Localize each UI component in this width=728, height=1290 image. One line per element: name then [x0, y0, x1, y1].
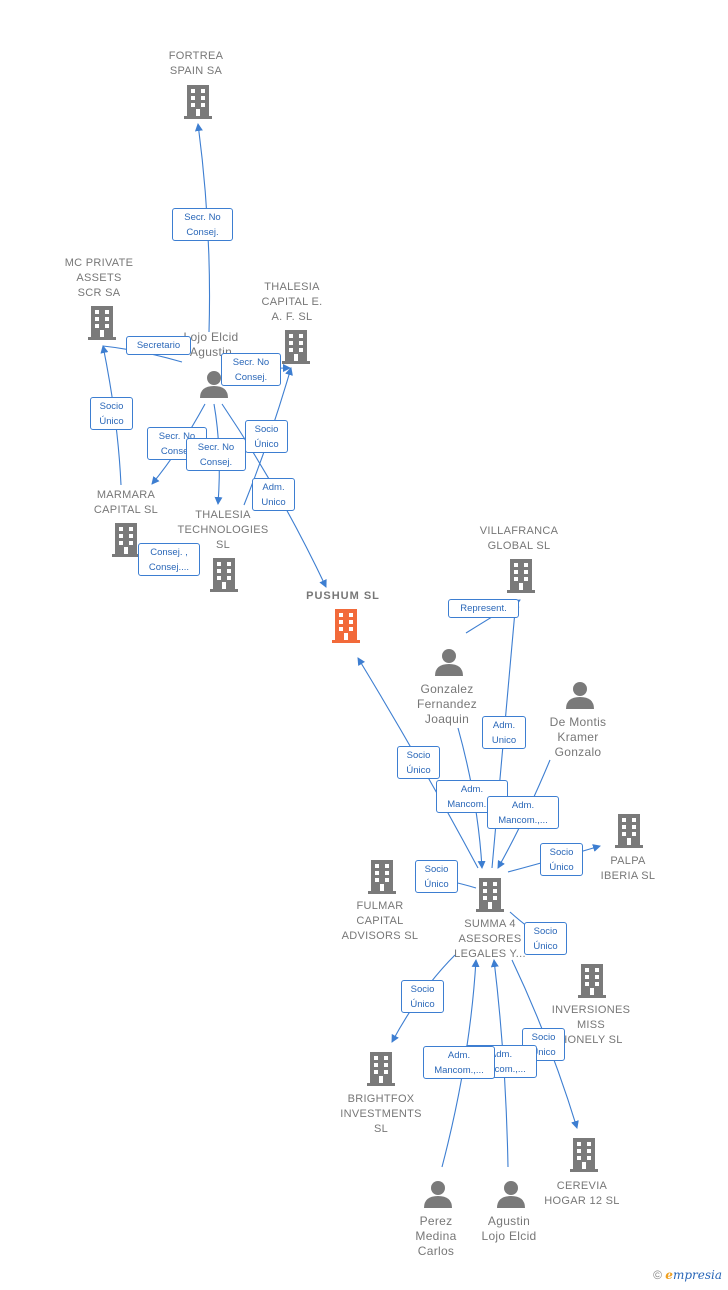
edge-label-socio-unico: Socio Único	[415, 860, 458, 893]
node-summa-label[interactable]: SUMMA 4 ASESORES LEGALES Y...	[454, 918, 526, 960]
edge-label-socio-unico: Socio Único	[245, 420, 288, 453]
node-perez-label[interactable]: Perez Medina Carlos	[415, 1214, 457, 1258]
edge-label-socio-unico: Socio Único	[397, 746, 440, 779]
marmara-building-icon	[112, 523, 140, 557]
node-inversiones-label[interactable]: INVERSIONES MISS HONELY SL	[551, 1004, 631, 1046]
edge-label-secr-no-consej: Secr. No Consej.	[221, 353, 281, 386]
node-thaleciacap-label[interactable]: THALESIA CAPITAL E. A. F. SL	[261, 281, 323, 323]
edge-label-socio-unico: Socio Único	[401, 980, 444, 1013]
node-palpa-label[interactable]: PALPA IBERIA SL	[600, 855, 656, 882]
edge-label-secretario: Secretario	[126, 336, 191, 355]
node-villafranca-label[interactable]: VILLAFRANCA GLOBAL SL	[479, 525, 559, 552]
edge-label-socio-unico: Socio Único	[540, 843, 583, 876]
node-agustin-label[interactable]: Agustin Lojo Elcid	[481, 1214, 537, 1243]
edge-label-socio-unico: Socio Único	[90, 397, 133, 430]
edge-label-adm-unico: Adm. Unico	[252, 478, 295, 511]
node-demontis-label[interactable]: De Montis Kramer Gonzalo	[549, 715, 607, 759]
node-marmara-label[interactable]: MARMARA CAPITAL SL	[93, 489, 159, 516]
palpa-building-icon	[615, 814, 643, 848]
node-fortrea-label[interactable]: FORTREA SPAIN SA	[168, 50, 224, 77]
thaltech-building-icon	[210, 558, 238, 592]
edge-label-adm-mancom: Adm. Mancom.,...	[487, 796, 559, 829]
cerevia-building-icon	[570, 1138, 598, 1172]
summa-building-icon	[476, 878, 504, 912]
inversiones-building-icon	[578, 964, 606, 998]
agustin-person-icon	[497, 1181, 525, 1208]
edge-label-consej: Consej. , Consej....	[138, 543, 200, 576]
copyright-symbol: ©	[653, 1268, 662, 1282]
pushum-building-icon	[332, 609, 360, 643]
gonzalez-person-icon	[435, 649, 463, 676]
edge-label-socio-unico: Socio Único	[524, 922, 567, 955]
edge-label-secr-no-consej: Secr. No Consej.	[172, 208, 233, 241]
fulmar-building-icon	[368, 860, 396, 894]
node-gonzalez-label[interactable]: Gonzalez Fernandez Joaquin	[416, 682, 478, 726]
edge-label-adm-mancom: Adm. Mancom.,...	[423, 1046, 495, 1079]
node-fulmar-label[interactable]: FULMAR CAPITAL ADVISORS SL	[341, 900, 419, 942]
mcprivate-building-icon	[88, 306, 116, 340]
node-mcprivate-label[interactable]: MC PRIVATE ASSETS SCR SA	[64, 257, 134, 299]
fortrea-building-icon	[184, 85, 212, 119]
node-brightfox-label[interactable]: BRIGHTFOX INVESTMENTS SL	[340, 1093, 422, 1135]
villafranca-building-icon	[507, 559, 535, 593]
node-cerevia-label[interactable]: CEREVIA HOGAR 12 SL	[544, 1180, 620, 1207]
node-pushum-label[interactable]: PUSHUM SL	[306, 590, 380, 602]
empresia-watermark[interactable]: © empresia	[653, 1268, 722, 1282]
brightfox-building-icon	[367, 1052, 395, 1086]
perez-person-icon	[424, 1181, 452, 1208]
demontis-person-icon	[566, 682, 594, 709]
empresia-logo: empresia	[665, 1268, 722, 1282]
edge-label-secr-no-consej: Secr. No Consej.	[186, 438, 246, 471]
thaleciacap-building-icon	[282, 330, 310, 364]
edge-label-represent: Represent.	[448, 599, 519, 618]
node-thaltech-label[interactable]: THALESIA TECHNOLOGIES SL	[177, 509, 269, 551]
edge-label-adm-unico: Adm. Unico	[482, 716, 526, 749]
